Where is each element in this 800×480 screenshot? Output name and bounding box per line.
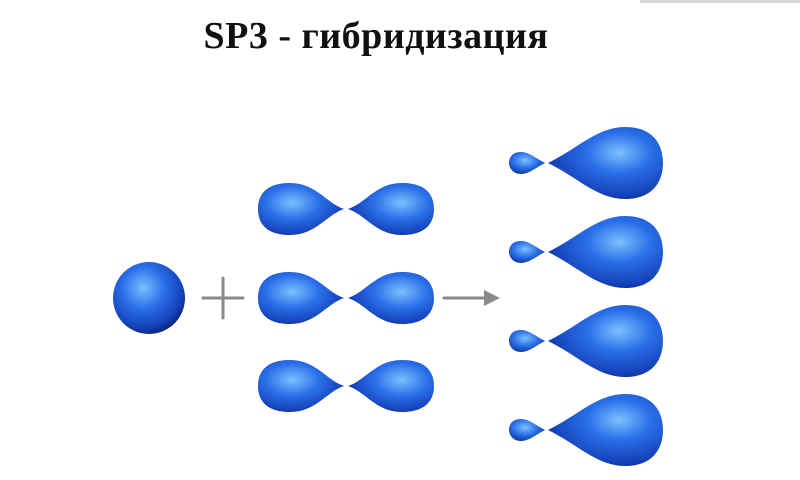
sp3-orbital (509, 394, 663, 466)
arrow-right-icon (442, 290, 500, 306)
p-orbital (258, 183, 434, 235)
sp3-orbital (509, 216, 663, 288)
sp3-orbital (509, 305, 663, 377)
s-orbital (113, 262, 185, 334)
p-orbital (258, 272, 434, 324)
p-orbital (258, 360, 434, 412)
plus-icon (201, 276, 245, 320)
sp3-orbital (509, 127, 663, 199)
page-title: SP3 - гибридизация (203, 15, 549, 57)
top-border-line (640, 0, 800, 3)
